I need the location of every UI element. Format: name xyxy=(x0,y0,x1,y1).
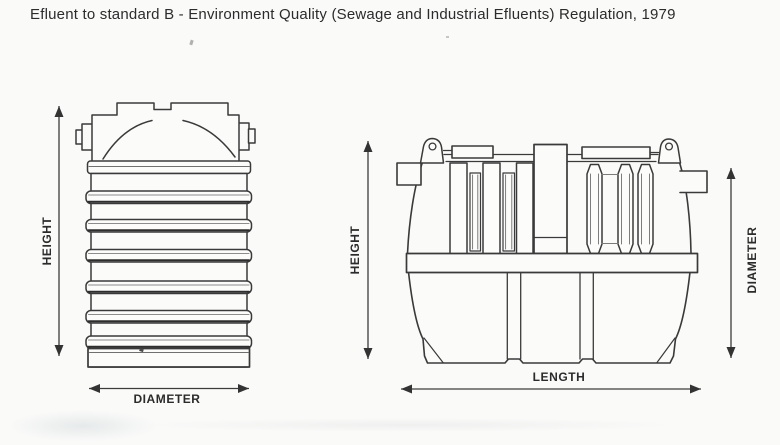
right-lifting-lug xyxy=(657,138,682,164)
center-band xyxy=(405,252,699,274)
right-corner-chamfer xyxy=(656,337,676,364)
vertical-tank-drawing xyxy=(75,102,256,368)
right-lug-hole xyxy=(664,142,674,151)
horizontal-tank-length-label: LENGTH xyxy=(532,370,586,384)
right-pipe-stub xyxy=(679,170,708,194)
page-title: Efluent to standard B - Environment Qual… xyxy=(30,6,676,23)
right-side-stub xyxy=(247,128,256,144)
vertical-tank-diameter-label: DIAMETER xyxy=(133,392,201,406)
left-pipe-stub xyxy=(396,162,422,186)
horizontal-tank-dimensions xyxy=(363,141,736,394)
right-rib-cluster xyxy=(586,163,654,255)
tank-bottom-band xyxy=(87,347,251,368)
left-rib-cluster xyxy=(449,162,534,257)
horizontal-tank-diameter-label: DIAMETER xyxy=(745,226,759,294)
horizontal-tank-drawing xyxy=(396,137,708,364)
left-top-rail xyxy=(451,145,494,159)
tank-ribs xyxy=(85,190,253,350)
left-corner-chamfer xyxy=(423,337,444,364)
tank-lower-body xyxy=(407,271,691,364)
tank-body xyxy=(90,172,248,368)
vertical-tank-dimensions xyxy=(54,106,249,393)
tank-cap xyxy=(91,102,240,162)
bottom-channel-lines xyxy=(506,271,594,360)
left-lifting-lug xyxy=(419,137,445,164)
tank-dome xyxy=(102,119,153,160)
dome-base-band xyxy=(86,160,252,175)
horizontal-tank-height-label: HEIGHT xyxy=(348,225,362,275)
center-riser xyxy=(533,143,568,255)
scan-speck xyxy=(139,348,144,353)
left-lug-hole xyxy=(428,142,437,151)
vertical-tank-height-label: HEIGHT xyxy=(40,216,54,266)
right-top-rail xyxy=(581,146,651,160)
right-shoulder-curve xyxy=(678,160,692,255)
